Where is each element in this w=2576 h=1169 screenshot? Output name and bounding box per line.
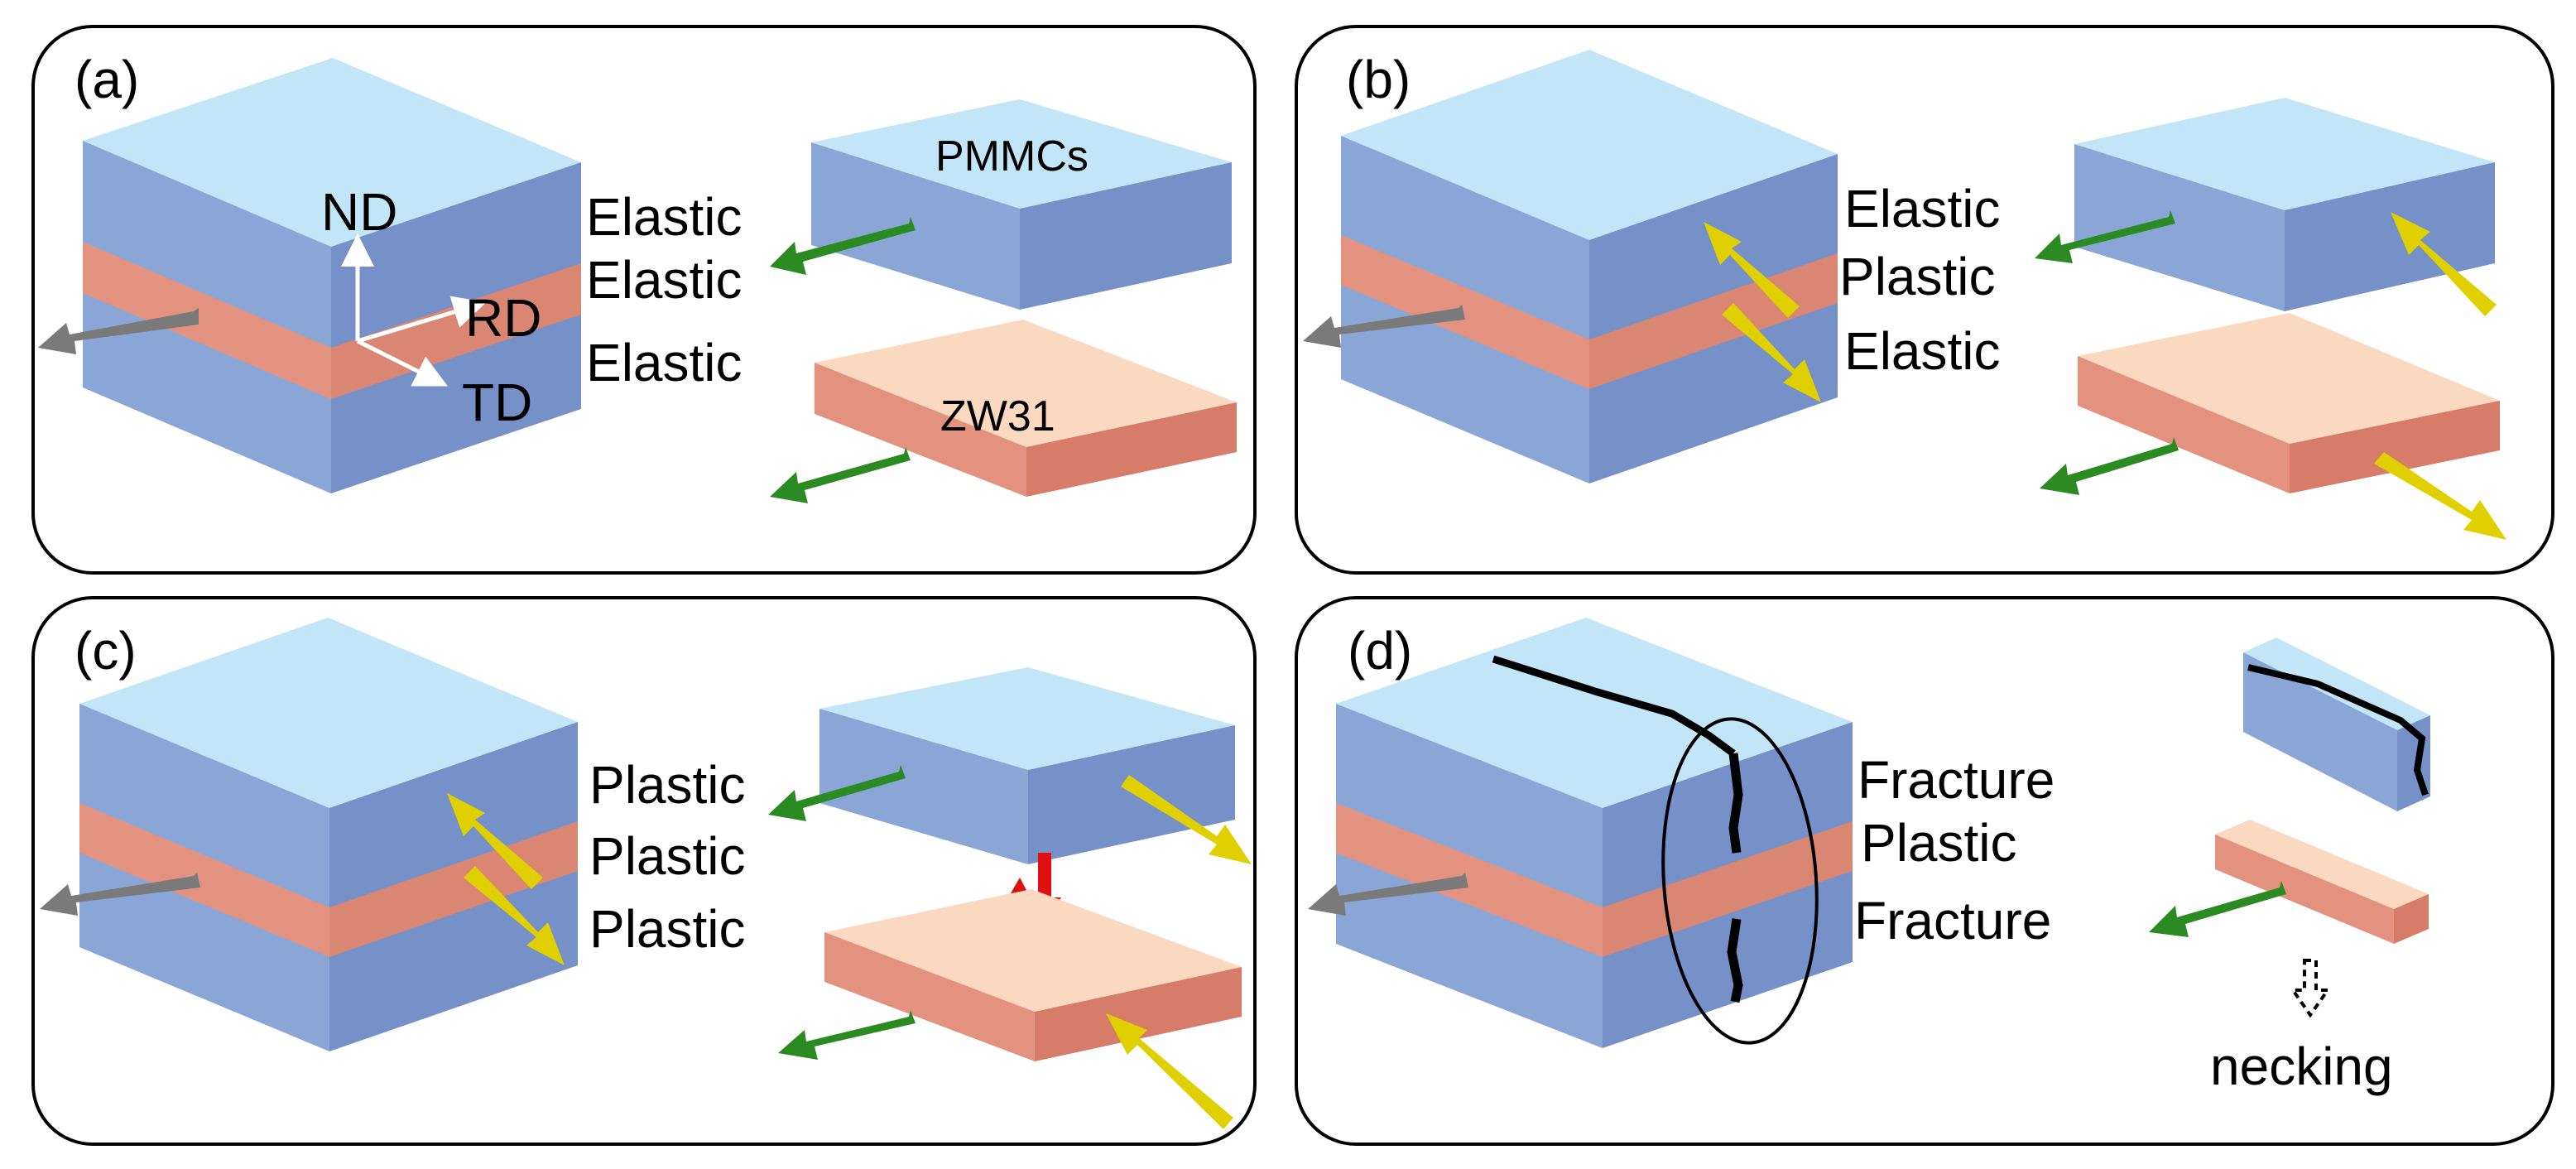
crack-lower-layer: [1727, 918, 1743, 1003]
pmmc-plate: [2074, 98, 2495, 311]
layer-state-bottom: Elastic: [1844, 321, 2001, 381]
zw31-label: ZW31: [940, 392, 1055, 440]
layer-state-top: Elastic: [1844, 179, 2001, 238]
load-arrow-yellow: [464, 866, 565, 965]
load-arrow-yellow: [447, 793, 543, 889]
middle-layer-front: [1341, 235, 1589, 389]
panel-d: (d) Fracture Plastic Fracture ne: [1295, 596, 2554, 1146]
necking-label: necking: [2210, 1037, 2393, 1096]
panel-label: (d): [1348, 621, 1412, 681]
necking-arrow: [2290, 959, 2331, 1018]
panel-label: (b): [1346, 50, 1411, 109]
middle-layer-front: [83, 242, 331, 399]
panel-label: (c): [74, 621, 137, 681]
layer-state-bottom: Elastic: [586, 333, 743, 392]
load-arrow-gray: [40, 873, 200, 916]
middle-layer-side: [331, 263, 581, 399]
crack-upper-layer: [1728, 753, 1743, 854]
layer-state-middle: Plastic: [1861, 813, 2017, 873]
laminate-cube: [83, 58, 581, 493]
load-arrow-yellow: [2374, 452, 2506, 540]
panel-a: (a) ND RD TD Elastic Elastic Elastic: [31, 25, 1257, 575]
middle-layer-side: [1603, 821, 1853, 957]
load-arrow-yellow: [1106, 1013, 1233, 1129]
load-arrow-green: [778, 1010, 916, 1060]
load-arrow-green: [2040, 437, 2179, 495]
load-arrow-green: [770, 447, 911, 503]
layer-state-middle: Plastic: [589, 826, 746, 886]
laminate-cube: [79, 618, 578, 1051]
axis-nd-label: ND: [321, 182, 397, 242]
zw31-plate: [815, 320, 1237, 497]
laminate-cube: [1341, 50, 1838, 483]
layer-state-top: Fracture: [1858, 750, 2055, 810]
pmmc-plate: [811, 99, 1232, 310]
middle-layer-front: [79, 803, 329, 957]
layer-state-middle: Plastic: [1839, 247, 1996, 306]
load-arrow-green: [2035, 210, 2175, 263]
middle-layer-front: [1336, 803, 1603, 957]
zw31-strip: [2215, 820, 2429, 944]
panel-c: (c) Plastic Plastic Plastic: [31, 596, 1257, 1146]
load-arrow-green: [770, 217, 916, 275]
load-arrow-gray: [1303, 305, 1465, 348]
load-arrow-gray: [38, 308, 199, 354]
load-arrow-green: [2149, 881, 2286, 937]
axis-td-label: TD: [462, 373, 532, 432]
layer-state-bottom: Fracture: [1854, 891, 2051, 950]
load-arrow-yellow: [1704, 222, 1800, 318]
load-arrow-green: [768, 765, 906, 821]
axis-rd-label: RD: [465, 288, 541, 348]
panel-label: (a): [74, 50, 139, 109]
layer-state-middle: Elastic: [586, 250, 743, 310]
pmmc-label: PMMCs: [935, 132, 1089, 180]
layer-state-top: Elastic: [586, 187, 743, 247]
axis-triad: [341, 233, 487, 387]
fracture-highlight-ellipse: [1661, 717, 1819, 1045]
load-arrow-yellow: [2391, 212, 2497, 316]
zw31-plate: [824, 889, 1242, 1061]
zw31-plate: [2078, 313, 2500, 493]
load-arrow-yellow: [1722, 303, 1821, 402]
panel-b: (b) Elastic Plastic Elastic: [1295, 25, 2554, 575]
crack-top-surface: [1492, 655, 1736, 757]
layer-state-bottom: Plastic: [589, 899, 746, 959]
load-arrow-gray: [1308, 873, 1468, 916]
laminate-cube: [1336, 618, 1853, 1048]
pmmc-plate: [819, 667, 1235, 864]
layer-state-top: Plastic: [589, 755, 746, 815]
load-arrow-yellow: [1121, 775, 1252, 864]
fractured-pmmc-strip: [2243, 637, 2430, 811]
